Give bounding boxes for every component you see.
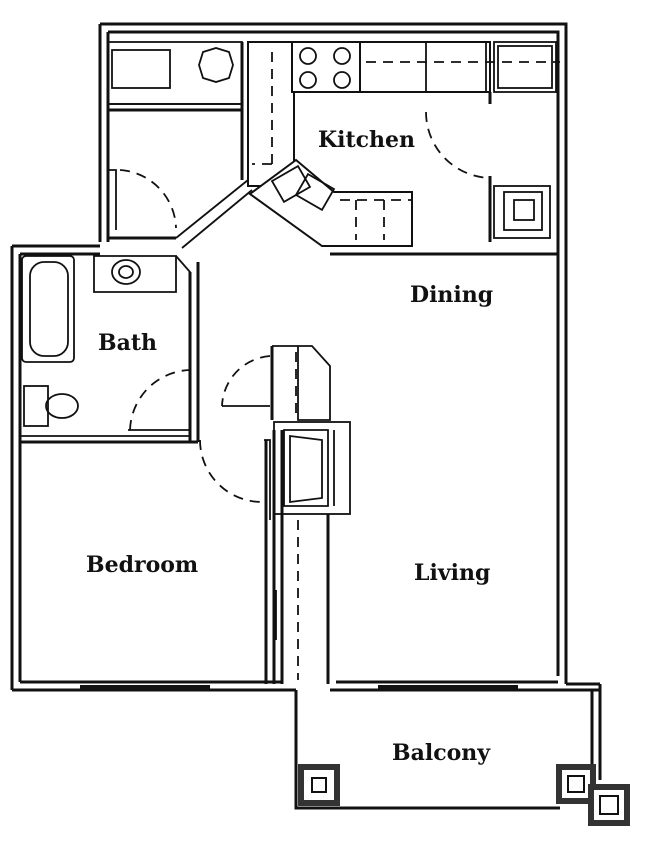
bath-area [20, 255, 200, 444]
room-label-kitchen: Kitchen [318, 127, 415, 153]
stove-burner-icon [299, 47, 317, 65]
sink-icon [111, 259, 141, 285]
toilet-icon [45, 393, 79, 419]
bathtub-icon [29, 261, 69, 357]
stove-burner-icon [299, 71, 317, 89]
room-label-balcony: Balcony [392, 740, 491, 766]
balcony-area [80, 684, 630, 826]
washer-icon [503, 191, 543, 231]
water-heater-icon [198, 47, 234, 83]
room-label-dining: Dining [410, 282, 493, 308]
stove-burner-icon [333, 47, 351, 65]
room-label-bedroom: Bedroom [86, 552, 198, 578]
stove-burner-icon [333, 71, 351, 89]
room-label-bath: Bath [98, 330, 157, 356]
room-label-living: Living [414, 560, 490, 586]
outer-walls [10, 22, 600, 692]
kitchen-area [107, 41, 560, 256]
bedroom-area [199, 345, 351, 684]
